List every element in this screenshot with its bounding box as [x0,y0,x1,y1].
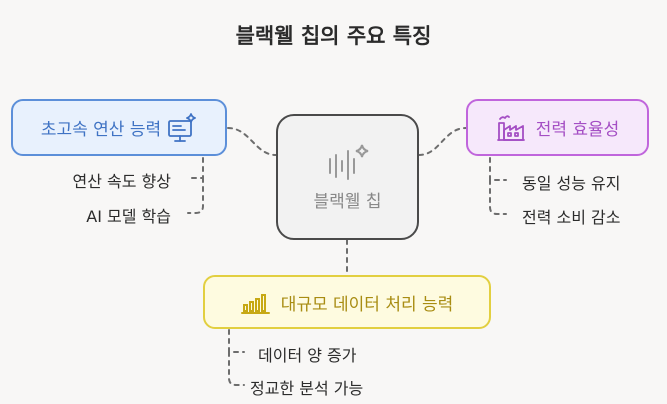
connector-data-item-1 [228,329,245,353]
center-node: 블랙웰 칩 [276,114,419,240]
connector-efficiency-item-2 [489,179,507,215]
leaf-speed-1: 연산 속도 향상 [72,172,172,191]
branch-speed-label: 초고속 연산 능력 [40,120,162,140]
leaf-efficiency-1: 동일 성능 유지 [522,174,621,193]
connector-speed-item-2 [187,177,204,214]
factory-icon [496,114,525,141]
diagram-title: 블랙웰 칩의 주요 특징 [235,24,432,48]
branch-efficiency: 전력 효율성 [466,99,649,156]
center-label: 블랙웰 칩 [313,191,382,212]
branch-speed: 초고속 연산 능력 [11,99,227,156]
connector-efficiency [418,127,467,156]
connector-data-item-2 [228,351,245,386]
leaf-speed-2: AI 모델 학습 [86,207,171,226]
computer-icon [168,112,197,142]
sound-wave-sparkle-icon [328,144,368,180]
connector-speed [227,127,277,156]
connector-efficiency-item-1 [489,157,507,181]
branch-efficiency-label: 전력 효율성 [535,120,620,140]
branch-data: 대규모 데이터 처리 능력 [203,275,491,329]
leaf-data-2: 정교한 분석 가능 [250,379,364,398]
connector-speed-item-1 [187,157,204,179]
leaf-data-1: 데이터 양 증가 [258,346,357,365]
leaf-efficiency-2: 전력 소비 감소 [522,208,621,227]
branch-data-label: 대규모 데이터 처리 능력 [280,294,454,315]
bar-chart-icon [240,294,270,314]
